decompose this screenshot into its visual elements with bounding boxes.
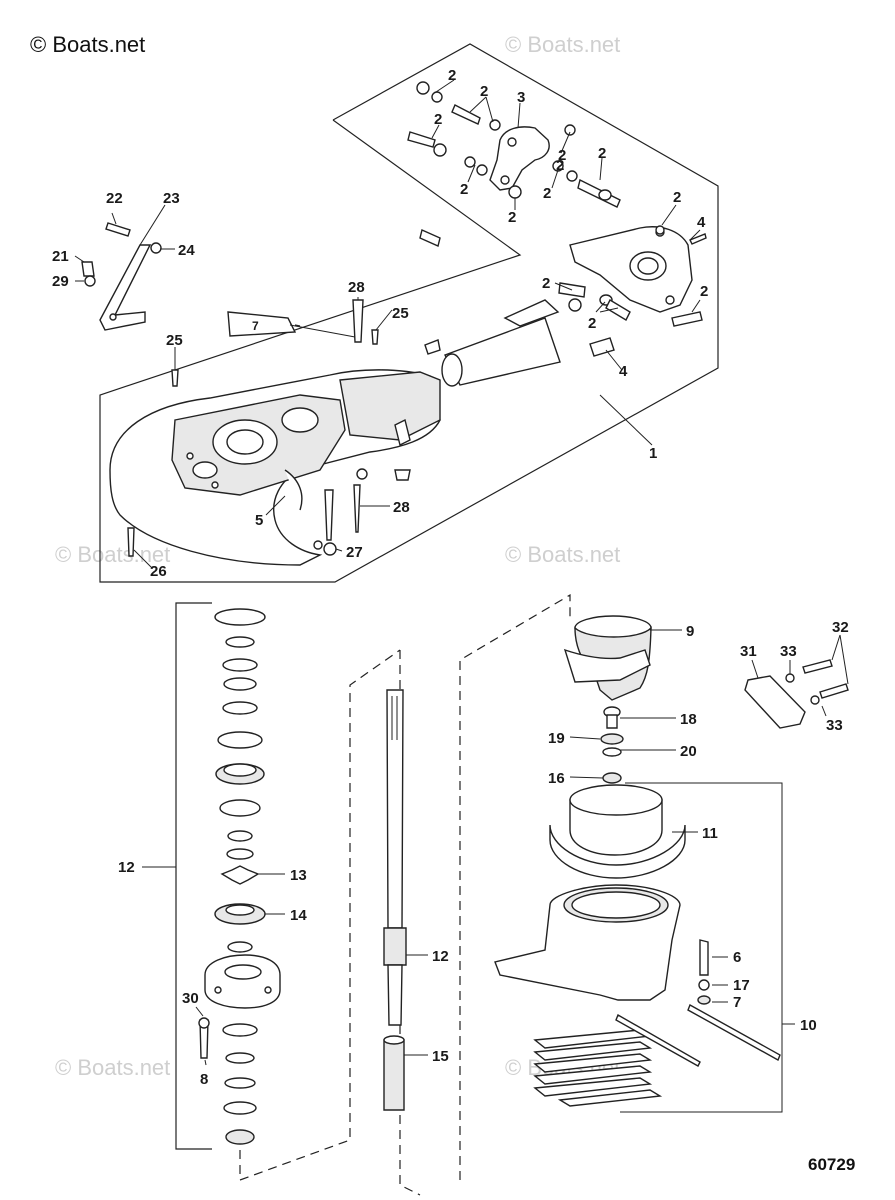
ride-plate	[744, 659, 849, 729]
callout-13: 13	[290, 867, 307, 884]
bracket-23	[81, 222, 162, 331]
callout-15: 15	[432, 1048, 449, 1065]
watermark-bottom-left: © Boats.net	[55, 1055, 170, 1080]
intake-grate	[533, 1013, 701, 1107]
leader-30	[195, 1006, 204, 1017]
callout-17: 17	[733, 977, 750, 994]
nozzle-housing	[494, 884, 781, 1061]
watermark-mid-right: © Boats.net	[505, 542, 620, 567]
callout-4a: 4	[697, 214, 706, 231]
callout-2k: 2	[542, 275, 550, 292]
callout-10: 10	[800, 1017, 817, 1034]
callout-16: 16	[548, 770, 565, 787]
leader-19	[569, 736, 601, 740]
callout-19: 19	[548, 730, 565, 747]
reference-number: 60729	[808, 1155, 855, 1174]
leader-16	[569, 776, 604, 779]
bearing-stack-bracket	[175, 602, 212, 1150]
tube-sleeve	[424, 299, 561, 387]
leader-32b	[839, 634, 849, 685]
callout-20: 20	[680, 743, 697, 760]
callout-5: 5	[255, 512, 263, 529]
pump-housing	[109, 369, 441, 566]
callout-1: 1	[649, 445, 657, 462]
callout-2b: 2	[480, 83, 488, 100]
callout-26: 26	[150, 563, 167, 580]
copyright-text: © Boats.net	[30, 32, 145, 57]
callout-3: 3	[517, 89, 525, 106]
callout-21: 21	[52, 248, 69, 265]
callout-25a: 25	[392, 305, 409, 322]
callout-6: 6	[733, 949, 741, 966]
callout-33b: 33	[826, 717, 843, 734]
callout-30: 30	[182, 990, 199, 1007]
callout-31: 31	[740, 643, 757, 660]
callout-2g: 2	[543, 185, 551, 202]
callout-2a: 2	[448, 67, 456, 84]
watermark-top-right: © Boats.net	[505, 32, 620, 57]
callout-2c: 2	[434, 111, 442, 128]
callout-2d: 2	[558, 147, 566, 164]
callout-23: 23	[163, 190, 180, 207]
pump-housing-outline	[99, 43, 719, 583]
callout-2f: 2	[460, 181, 468, 198]
callout-28a: 28	[348, 279, 365, 296]
callout-9: 9	[686, 623, 694, 640]
callout-2h: 2	[508, 209, 516, 226]
drive-shaft	[383, 689, 407, 1111]
bracket-3	[489, 126, 550, 191]
callout-14: 14	[290, 907, 307, 924]
callout-2l: 2	[588, 315, 596, 332]
callout-12a: 12	[118, 859, 135, 876]
hardware-top	[407, 81, 707, 357]
callout-33a: 33	[780, 643, 797, 660]
callout-7: 7	[733, 994, 741, 1011]
callout-2e: 2	[598, 145, 606, 162]
leader-10	[620, 782, 783, 1113]
leader-8	[204, 1059, 207, 1066]
bracket-4	[569, 226, 693, 313]
callout-25b: 25	[166, 332, 183, 349]
callout-22: 22	[106, 190, 123, 207]
leader-31	[751, 659, 759, 679]
callout-2m: 2	[556, 157, 564, 174]
callout-18: 18	[680, 711, 697, 728]
callout-27: 27	[346, 544, 363, 561]
wear-ring-housing	[549, 784, 686, 879]
callout-2j: 2	[700, 283, 708, 300]
leaders-top	[74, 79, 701, 569]
bolts-top	[127, 299, 411, 557]
callout-11: 11	[702, 825, 718, 842]
impeller	[563, 615, 652, 784]
callout-4b: 4	[619, 363, 628, 380]
callout-12b: 12	[432, 948, 449, 965]
callout-32: 32	[832, 619, 849, 636]
dash-shaft-left	[239, 649, 401, 1181]
sealant-tube-label: 7	[252, 319, 259, 333]
callout-8: 8	[200, 1071, 208, 1088]
sealant-tube: 7	[227, 311, 301, 337]
callout-28b: 28	[393, 499, 410, 516]
callout-24: 24	[178, 242, 195, 259]
watermark-mid-left: © Boats.net	[55, 542, 170, 567]
callout-29: 29	[52, 273, 69, 290]
leader-33b	[821, 705, 827, 717]
dash-impeller	[459, 593, 571, 1180]
leader-32a	[831, 634, 841, 661]
bearing-stack	[198, 608, 281, 1145]
callout-2i: 2	[673, 189, 681, 206]
